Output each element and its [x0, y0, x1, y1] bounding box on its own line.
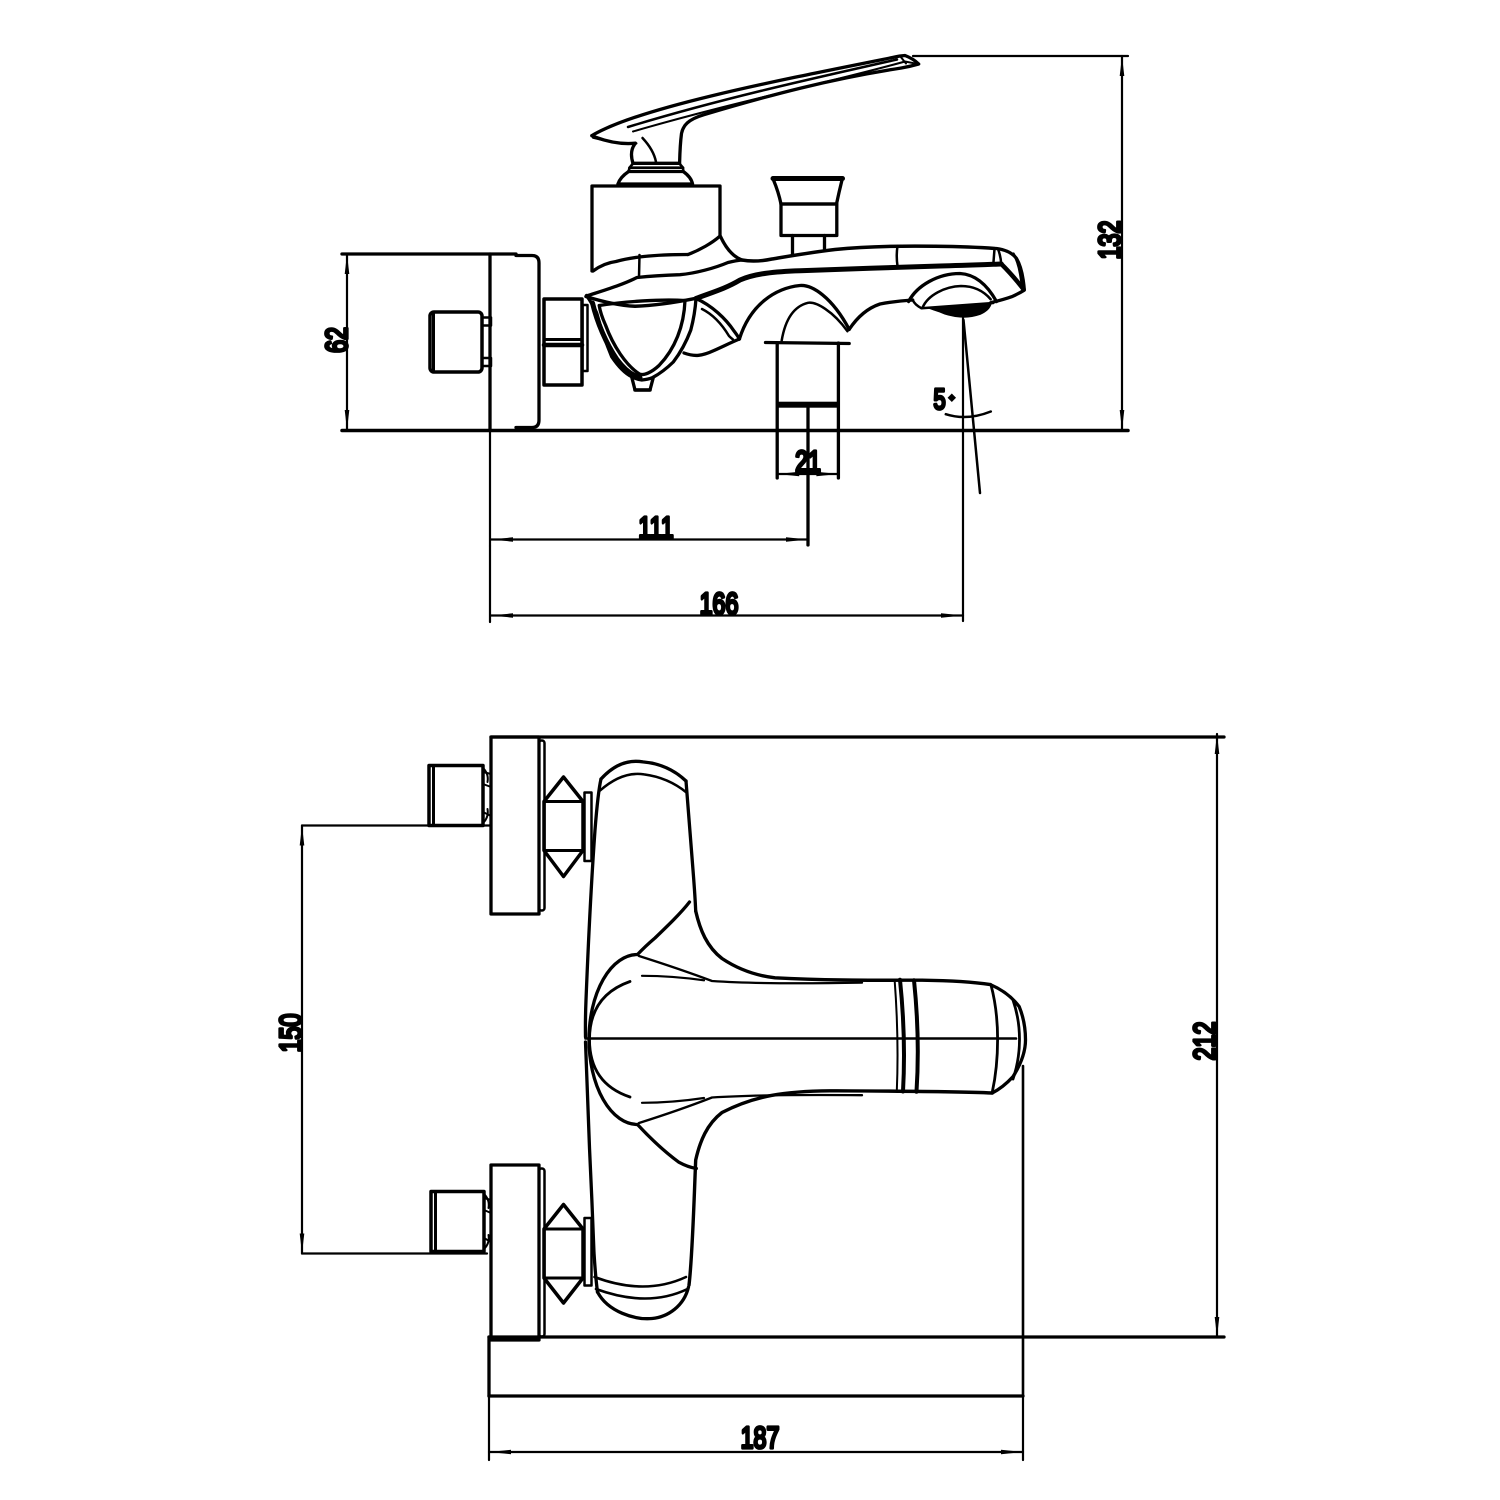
svg-text:187: 187 — [741, 1420, 780, 1455]
svg-text:212: 212 — [1187, 1022, 1222, 1061]
svg-text:62: 62 — [319, 327, 354, 353]
svg-text:5: 5 — [933, 384, 945, 416]
svg-text:132: 132 — [1092, 221, 1127, 260]
svg-text:111: 111 — [638, 510, 673, 545]
svg-text:21: 21 — [795, 444, 821, 479]
svg-text:150: 150 — [273, 1014, 308, 1053]
svg-text:166: 166 — [700, 586, 739, 621]
